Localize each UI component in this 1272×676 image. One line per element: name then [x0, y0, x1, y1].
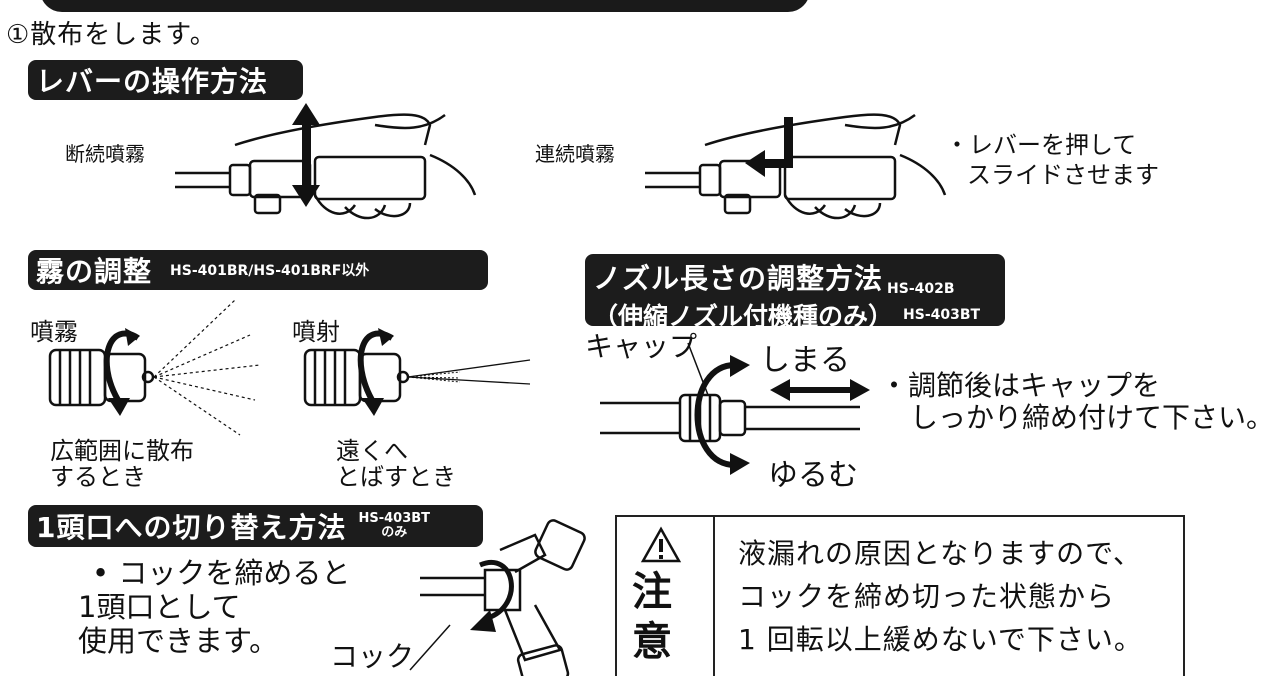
caution-line: 1 回転以上緩めないで下さい。: [738, 623, 1143, 656]
switch-model-note: HS-403BT のみ: [358, 512, 430, 540]
spray-caption-line: するとき: [50, 463, 146, 491]
tighten-label: しまる: [760, 343, 850, 378]
mist-model-note: HS-401BR/HS-401BRF以外: [170, 263, 370, 279]
lever-instruction-line: スライドさせます: [967, 161, 1159, 189]
jet-label: 噴射: [292, 318, 340, 346]
mist-heading: 霧の調整 HS-401BR/HS-401BRF以外: [28, 250, 488, 290]
nozzle-model-2: HS-403BT: [903, 307, 981, 323]
nozzle-heading: ノズル長さの調整方法 HS-402B （伸縮ノズル付機種のみ） HS-403BT: [585, 254, 1005, 331]
switch-bullet-line: • コックを締めると: [92, 556, 351, 590]
spray-caption: 広範囲に散布 するとき: [50, 438, 194, 490]
switch-bullet: • コックを締めると 1頭口として 使用できます。: [78, 556, 350, 658]
wide-spray-nozzle-illustration: [48, 299, 261, 436]
lever-instruction-line: ・レバーを押して: [945, 131, 1137, 159]
switch-heading: 1頭口への切り替え方法 HS-403BT のみ: [28, 505, 483, 547]
switch-heading-text: 1頭口への切り替え方法: [36, 511, 347, 544]
intermittent-spray-label: 断続噴霧: [65, 142, 145, 166]
section-top-bar: [40, 0, 810, 12]
spray-label: 噴霧: [30, 318, 78, 346]
cock-valve-illustration: [409, 519, 586, 676]
cap-label: キャップ: [585, 330, 698, 363]
switch-bullet-line: 使用できます。: [78, 624, 279, 658]
nozzle-model-1: HS-402B: [887, 281, 955, 297]
jet-caption-line: 遠くへ: [336, 437, 408, 465]
nozzle-instruction-line: しっかり締め付けて下さい。: [910, 401, 1272, 434]
continuous-spray-label: 連続噴霧: [535, 142, 615, 166]
switch-model-1: HS-403BT: [358, 511, 431, 526]
jet-caption-line: とばすとき: [336, 463, 456, 491]
caution-text: 液漏れの原因となりますので、 コックを締め切った状態から 1 回転以上緩めないで…: [738, 532, 1143, 661]
caution-line: 液漏れの原因となりますので、: [738, 537, 1143, 570]
switch-model-2: のみ: [381, 525, 408, 540]
nozzle-heading-line2: （伸縮ノズル付機種のみ）: [593, 302, 894, 331]
jet-caption: 遠くへ とばすとき: [336, 438, 456, 490]
spray-caption-line: 広範囲に散布: [50, 437, 194, 465]
caution-box: [615, 515, 1185, 676]
jet-nozzle-illustration: [303, 328, 531, 416]
lever-grip-illustration-continuous: [645, 113, 947, 220]
mist-heading-text: 霧の調整: [36, 255, 153, 288]
nozzle-instruction-line: ・調節後はキャップを: [880, 369, 1161, 402]
lever-heading: レバーの操作方法: [28, 60, 303, 100]
lever-instruction: ・レバーを押して スライドさせます: [945, 130, 1159, 190]
loosen-label: ゆるむ: [768, 458, 858, 493]
lever-heading-text: レバーの操作方法: [36, 65, 269, 98]
caution-kanji-2: 意: [632, 619, 672, 665]
warning-triangle-icon: [640, 526, 682, 563]
step-intro: ①散布をします。: [6, 20, 217, 50]
switch-bullet-line: 1頭口として: [78, 590, 241, 624]
caution-kanji-1: 注: [632, 569, 672, 615]
caution-line: コックを締め切った状態から: [738, 580, 1116, 613]
nozzle-cap-illustration: [600, 342, 870, 475]
lever-grip-illustration-intermittent: [175, 103, 477, 220]
cock-label: コック: [330, 640, 415, 673]
caution-divider: [713, 515, 715, 676]
nozzle-instruction: ・調節後はキャップを しっかり締め付けて下さい。: [880, 370, 1272, 434]
nozzle-heading-line1: ノズル長さの調整方法: [593, 262, 884, 295]
